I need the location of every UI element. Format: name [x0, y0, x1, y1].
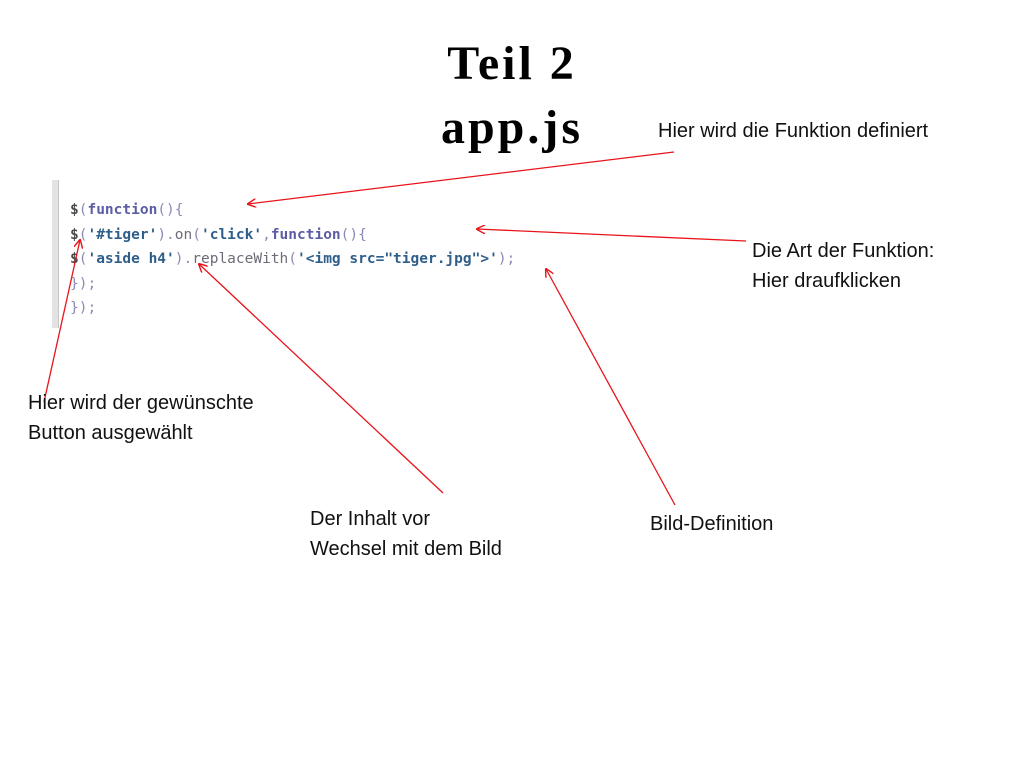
code-token: $	[70, 202, 79, 218]
code-token: '<img src="tiger.jpg">'	[297, 251, 498, 267]
note-text: Der Inhalt vor	[310, 508, 431, 530]
code-token: (	[288, 251, 298, 267]
code-token: on	[174, 226, 193, 243]
code-token: function	[87, 202, 158, 218]
code-token: (	[78, 202, 88, 218]
slide-title-line-2: app.js	[440, 101, 584, 154]
note-button-selected: Hier wird der gewünschte Button ausgewäh…	[28, 388, 254, 448]
code-token: (){	[340, 226, 367, 243]
code-token: (	[78, 251, 88, 267]
slide-title-line-1: Teil 2	[447, 37, 577, 90]
code-token: replaceWith	[192, 251, 289, 267]
code-token: '#tiger'	[87, 226, 158, 243]
arrow-image-definition	[546, 269, 676, 506]
note-text: Hier wird die Funktion definiert	[658, 120, 929, 142]
note-text: Die Art der Funktion:	[752, 240, 935, 262]
code-token: (	[192, 226, 201, 243]
code-gutter	[52, 180, 59, 328]
code-token: $	[70, 251, 79, 267]
note-function-type: Die Art der Funktion: Hier draufklicken	[752, 236, 934, 296]
note-image-definition: Bild-Definition	[650, 509, 773, 539]
code-token: );	[497, 251, 516, 267]
code-line-3: $('aside h4').replaceWith('<img src="tig…	[70, 247, 515, 272]
code-token: 'aside h4'	[87, 251, 175, 267]
code-line-5: });	[70, 300, 97, 316]
note-content-before: Der Inhalt vor Wechsel mit dem Bild	[310, 504, 502, 564]
code-token: ).	[157, 226, 175, 243]
note-text: Bild-Definition	[650, 513, 774, 535]
note-function-defined: Hier wird die Funktion definiert	[658, 116, 928, 146]
code-token: $	[70, 226, 79, 243]
code-line-4: });	[70, 275, 97, 292]
note-text: Wechsel mit dem Bild	[310, 538, 502, 560]
code-token: (){	[157, 202, 184, 218]
code-lines: $(function(){ $('#tiger').on('click',fun…	[70, 198, 515, 321]
arrow-function-type	[477, 229, 747, 242]
code-screenshot: $(function(){ $('#tiger').on('click',fun…	[52, 180, 658, 328]
code-token: ).	[174, 251, 193, 267]
code-line-2: $('#tiger').on('click',function(){	[70, 223, 515, 248]
note-text: Button ausgewählt	[28, 422, 193, 444]
arrow-button-selected	[43, 240, 80, 403]
code-token: (	[78, 226, 88, 243]
note-text: Hier wird der gewünschte	[28, 392, 254, 414]
arrow-function-defined	[248, 151, 675, 204]
code-line-1: $(function(){	[70, 198, 515, 223]
code-token: function	[270, 226, 341, 243]
code-token: ,	[262, 226, 271, 243]
code-token: 'click'	[200, 226, 263, 243]
note-text: Hier draufklicken	[752, 270, 901, 292]
arrow-content-before	[199, 264, 444, 494]
